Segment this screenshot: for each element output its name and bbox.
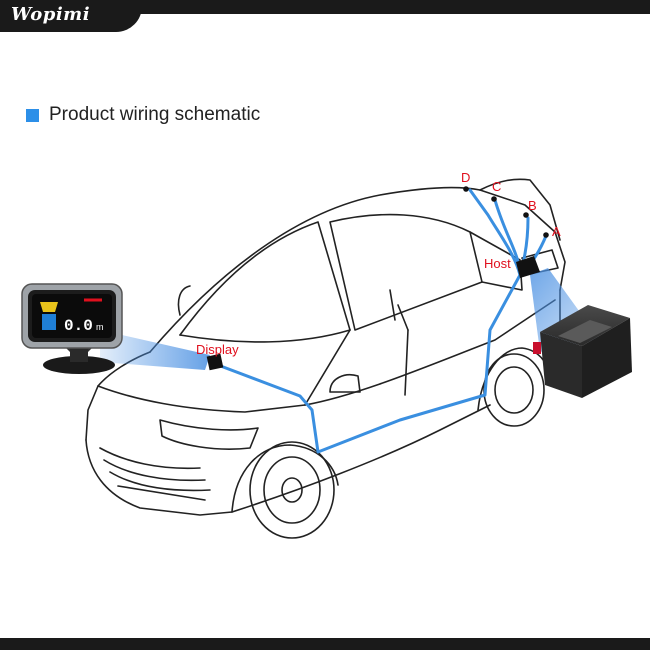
display-signal-beam — [100, 330, 210, 370]
host-box-plug — [533, 342, 541, 354]
sensor-d-dot — [463, 186, 469, 192]
brand-logo: Wopimi — [11, 4, 91, 25]
display-device: 0.0 m — [21, 283, 123, 374]
host-box — [533, 305, 632, 398]
sensor-b-dot — [523, 212, 529, 218]
brand-tab: Wopimi — [0, 0, 142, 32]
car-outline — [85, 178, 566, 539]
host-label: Host — [484, 256, 511, 271]
heading-title: Product wiring schematic — [49, 104, 261, 125]
display-connector — [206, 353, 224, 371]
heading-bullet-icon — [26, 108, 39, 122]
sensor-b-label: B — [528, 198, 537, 213]
section-heading: Product wiring schematic — [26, 104, 260, 126]
footer-bar — [0, 638, 650, 650]
display-unit: m — [96, 322, 104, 332]
display-label: Display — [196, 342, 239, 357]
display-reading: 0.0 — [64, 317, 93, 335]
sensor-a-label: A — [552, 224, 561, 239]
sensor-dots — [463, 186, 549, 238]
header-stripe — [0, 0, 650, 14]
sensor-c-dot — [491, 196, 497, 202]
host-connector — [516, 256, 540, 278]
sensor-c-label: C — [492, 179, 501, 194]
sensor-a-dot — [543, 232, 549, 238]
sensor-d-label: D — [461, 170, 470, 185]
